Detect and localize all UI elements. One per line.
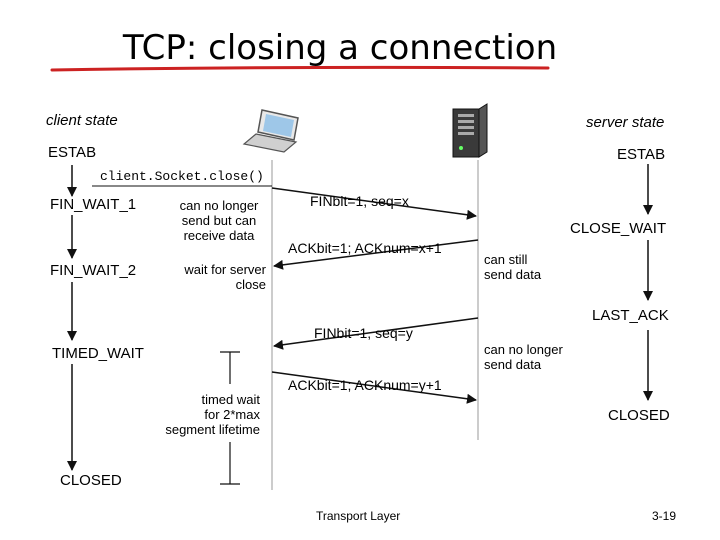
client-state-fin-wait-1: FIN_WAIT_1 xyxy=(50,196,137,213)
message-fin-y: FINbit=1, seq=y xyxy=(314,325,413,341)
client-state-closed: CLOSED xyxy=(60,472,122,489)
server-state-closed: CLOSED xyxy=(608,407,670,424)
client-state-label: client state xyxy=(46,112,118,129)
last-ack-note: can no longer send data xyxy=(484,342,563,372)
client-state-estab: ESTAB xyxy=(48,144,97,161)
client-state-fin-wait-2: FIN_WAIT_2 xyxy=(50,262,137,279)
fin-wait-2-note: wait for server close xyxy=(184,262,266,292)
server-state-estab: ESTAB xyxy=(617,146,666,163)
timed-wait-note: timed wait for 2*max segment lifetime xyxy=(165,392,260,437)
message-arrow-ack-y xyxy=(271,371,477,404)
message-ack-x: ACKbit=1; ACKnum=x+1 xyxy=(288,240,442,256)
message-arrow-fin-y xyxy=(273,317,479,350)
message-ack-y: ACKbit=1; ACKnum=y+1 xyxy=(288,377,442,393)
server-state-close-wait: CLOSE_WAIT xyxy=(570,220,667,237)
fin-wait-1-note: can no longer send but can receive data xyxy=(179,198,259,243)
message-arrow-fin-x xyxy=(271,187,477,220)
server-state-last-ack: LAST_ACK xyxy=(592,307,669,324)
page-title: TCP: closing a connection xyxy=(122,28,558,68)
server-tower-icon xyxy=(452,103,488,158)
message-fin-x: FINbit=1, seq=x xyxy=(310,193,409,209)
page-number: 3-19 xyxy=(652,509,677,523)
client-state-timed-wait: TIMED_WAIT xyxy=(52,345,144,362)
server-state-label: server state xyxy=(586,114,665,131)
title-underline xyxy=(50,65,550,72)
laptop-icon xyxy=(242,109,299,153)
message-arrow-ack-x xyxy=(273,239,479,270)
footer-section-label: Transport Layer xyxy=(316,509,401,523)
close-call-label: client.Socket.close() xyxy=(100,169,264,184)
close-wait-note: can still send data xyxy=(484,252,542,282)
